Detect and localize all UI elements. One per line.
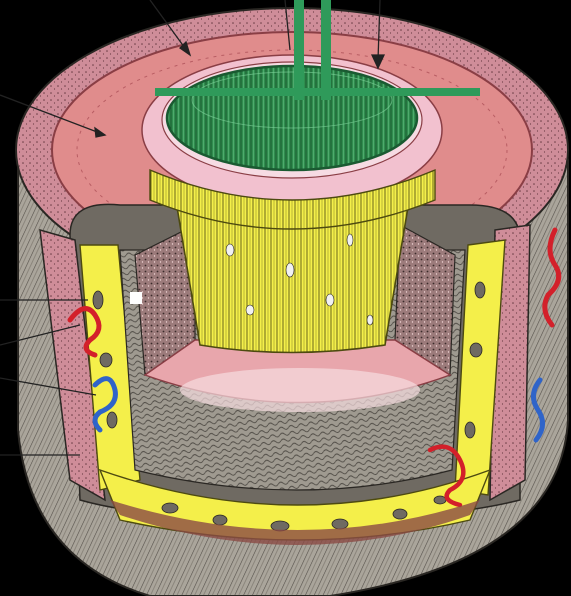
t-marker-right-stem <box>321 0 331 100</box>
t-marker-crossbar <box>155 88 480 96</box>
lymph-marker <box>130 292 142 304</box>
epithelium-lumen <box>167 66 417 170</box>
t-marker-left-stem <box>294 0 304 100</box>
floor-highlight <box>180 368 420 412</box>
